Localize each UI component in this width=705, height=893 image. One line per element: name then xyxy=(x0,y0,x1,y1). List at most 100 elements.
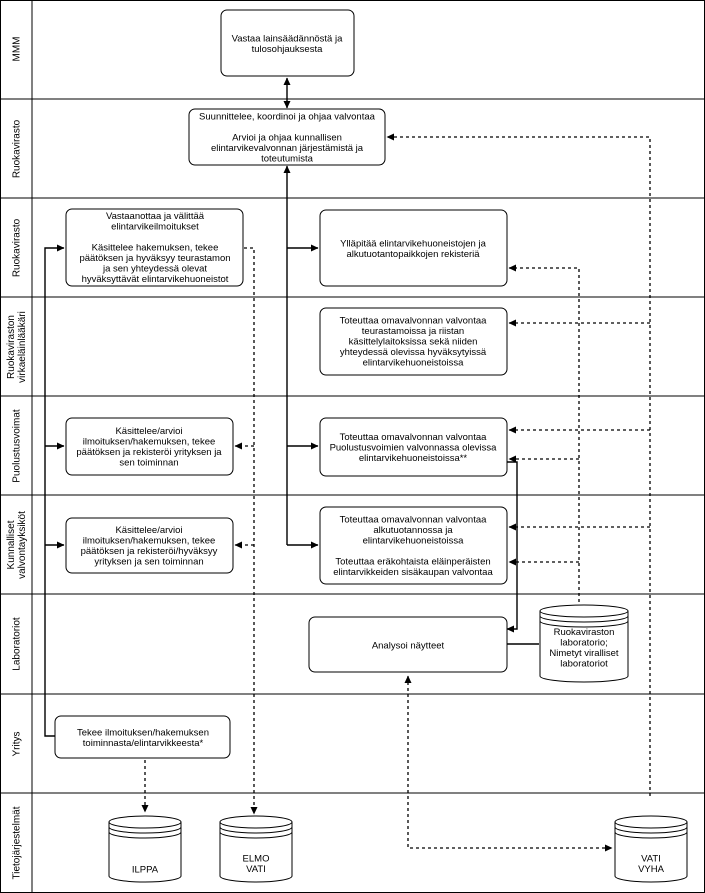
text-line: toiminnasta/elintarvikkeesta* xyxy=(83,738,204,749)
text-line: Ylläpitää elintarvikehuoneistojen ja xyxy=(340,238,486,249)
text-line: tulosohjauksesta xyxy=(252,44,323,55)
lane-label-line: Ruokavirasto xyxy=(12,218,23,277)
box-lab-analyze xyxy=(308,616,508,673)
lane-label-line: virkaeläinlääkäri xyxy=(17,311,28,383)
text-line: Vastaa lainsäädännöstä ja xyxy=(232,33,343,44)
lane-label-line: valvontayksiköt xyxy=(17,511,28,579)
lane-label-ruokavirasto-2: Ruokavirasto xyxy=(12,218,23,277)
text-line: yrityksen ja sen toiminnan xyxy=(94,556,203,567)
text-line: hyväksyttävät elintarvikehuoneistot xyxy=(82,274,229,285)
box-vet-control xyxy=(319,307,508,376)
lane-label-line: Puolustusvoimat xyxy=(12,409,23,483)
db-ilppa-icon xyxy=(108,815,182,883)
box-company-apply xyxy=(54,715,231,759)
text-line: elintarvikehuoneistoissa xyxy=(363,358,465,369)
text-line: Analysoi näytteet xyxy=(372,641,445,652)
db-vati-icon xyxy=(614,815,688,883)
text-line: elintarvikeilmoitukset xyxy=(111,222,199,233)
lane-label-virkaelainlaakari: Ruokavirastonvirkaeläinlääkäri xyxy=(6,311,28,383)
text-line: ELMO xyxy=(243,853,270,864)
text-line: ILPPA xyxy=(132,865,159,876)
lane-labels: MMM Ruokavirasto Ruokavirasto Ruokaviras… xyxy=(6,37,28,880)
lane-label-kunnalliset: Kunnallisetvalvontayksiköt xyxy=(6,511,28,579)
text-line: Toteuttaa eräkohtaista eläinperäisten xyxy=(335,556,490,567)
text-line: Vastaanottaa ja välittää xyxy=(106,211,205,222)
text-line: Tekee ilmoituksen/hakemuksen xyxy=(77,727,209,738)
text-line xyxy=(286,122,289,133)
text-line: Toteuttaa omavalvonnan valvontaa xyxy=(340,514,488,525)
lane-label-line: Kunnalliset xyxy=(6,520,17,569)
process-boxes xyxy=(54,9,508,759)
text-line: Käsittelee hakemuksen, tekee xyxy=(92,243,219,254)
text-line: VYHA xyxy=(638,864,665,875)
text-line: Suunnittelee, koordinoi ja ohjaa valvont… xyxy=(199,112,376,123)
text-line xyxy=(154,232,157,243)
db-elmo-icon xyxy=(219,815,293,883)
text-line: Ruokaviraston xyxy=(554,627,615,638)
text-line: Toteuttaa omavalvonnan valvontaa xyxy=(340,316,488,327)
text-line: elintarvikehuoneistoissa** xyxy=(359,453,468,464)
text-line: laboratorio; xyxy=(560,637,608,648)
text-line: Arvioi ja ohjaa kunnallisen xyxy=(232,133,342,144)
text-line: sen toiminnan xyxy=(119,457,178,468)
lane-label-tietojarjestelmat: Tietojärjestelmät xyxy=(12,806,23,879)
box-pv-handle xyxy=(65,417,234,476)
lane-label-mmm: MMM xyxy=(12,37,23,62)
box-rv-register xyxy=(319,209,508,287)
box-rv-receive xyxy=(65,208,244,287)
box-pv-control xyxy=(319,417,508,477)
text-line: elintarvikehuoneistoissa xyxy=(363,535,465,546)
box-kv-control xyxy=(319,506,508,585)
text-line: päätöksen ja rekisteröi/hyväksyy xyxy=(81,546,218,557)
text-line: alkutuotantopaikkojen rekisteriä xyxy=(346,249,480,260)
lane-label-yritys: Yritys xyxy=(12,732,23,757)
box-kv-handle xyxy=(65,517,234,574)
box-mmm-responsible xyxy=(220,9,355,77)
text-line: yhteydessä olevissa hyväksytyissä xyxy=(340,347,487,358)
databases xyxy=(108,604,688,883)
text-line: elintarvikkeiden sisäkaupan valvontaa xyxy=(333,567,493,578)
lane-label-line: Laboratoriot xyxy=(12,617,23,671)
text-line: päätöksen ja rekisteröi yrityksen ja xyxy=(76,447,222,458)
text-line: alkutuotannossa ja xyxy=(373,525,453,536)
text-line: Puolustusvoimien valvonnassa olevissa xyxy=(330,443,498,454)
text-line: Nimetyt viralliset xyxy=(549,648,619,659)
text-line: Toteuttaa omavalvonnan valvontaa xyxy=(340,432,488,443)
lane-label-line: Yritys xyxy=(12,732,23,757)
solid-connectors xyxy=(44,77,539,737)
text-db-ilppa: ILPPA xyxy=(132,865,159,876)
text-lab-analyze: Analysoi näytteet xyxy=(372,641,445,652)
dashed-connectors xyxy=(141,133,651,852)
lane-label-line: Ruokavirasto xyxy=(12,119,23,178)
lane-label-line: Tietojärjestelmät xyxy=(12,806,23,879)
lane-label-puolustusvoimat: Puolustusvoimat xyxy=(12,409,23,483)
text-line: ilmoituksen/hakemuksen, tekee xyxy=(83,535,216,546)
lane-label-ruokavirasto: Ruokavirasto xyxy=(12,119,23,178)
text-line: laboratoriot xyxy=(560,658,608,669)
lane-label-line: Ruokaviraston xyxy=(6,315,17,379)
text-line: Käsittelee/arvioi xyxy=(115,525,182,536)
text-line: teurastamoissa ja riistan xyxy=(362,326,464,337)
text-line: käsittelylaitoksissa sekä niiden xyxy=(349,337,478,348)
text-line: VATI xyxy=(641,853,661,864)
db-lab-icon xyxy=(539,604,629,683)
lane-label-line: MMM xyxy=(12,37,23,62)
text-rv-plan: Suunnittelee, koordinoi ja ohjaa valvont… xyxy=(199,112,376,165)
text-line: Käsittelee/arvioi xyxy=(115,426,182,437)
text-line: toteutumista xyxy=(261,154,313,165)
text-line: elintarvikevalvonnan järjestämistä ja xyxy=(211,143,364,154)
text-line: ja sen yhteydessä olevat xyxy=(102,264,207,275)
